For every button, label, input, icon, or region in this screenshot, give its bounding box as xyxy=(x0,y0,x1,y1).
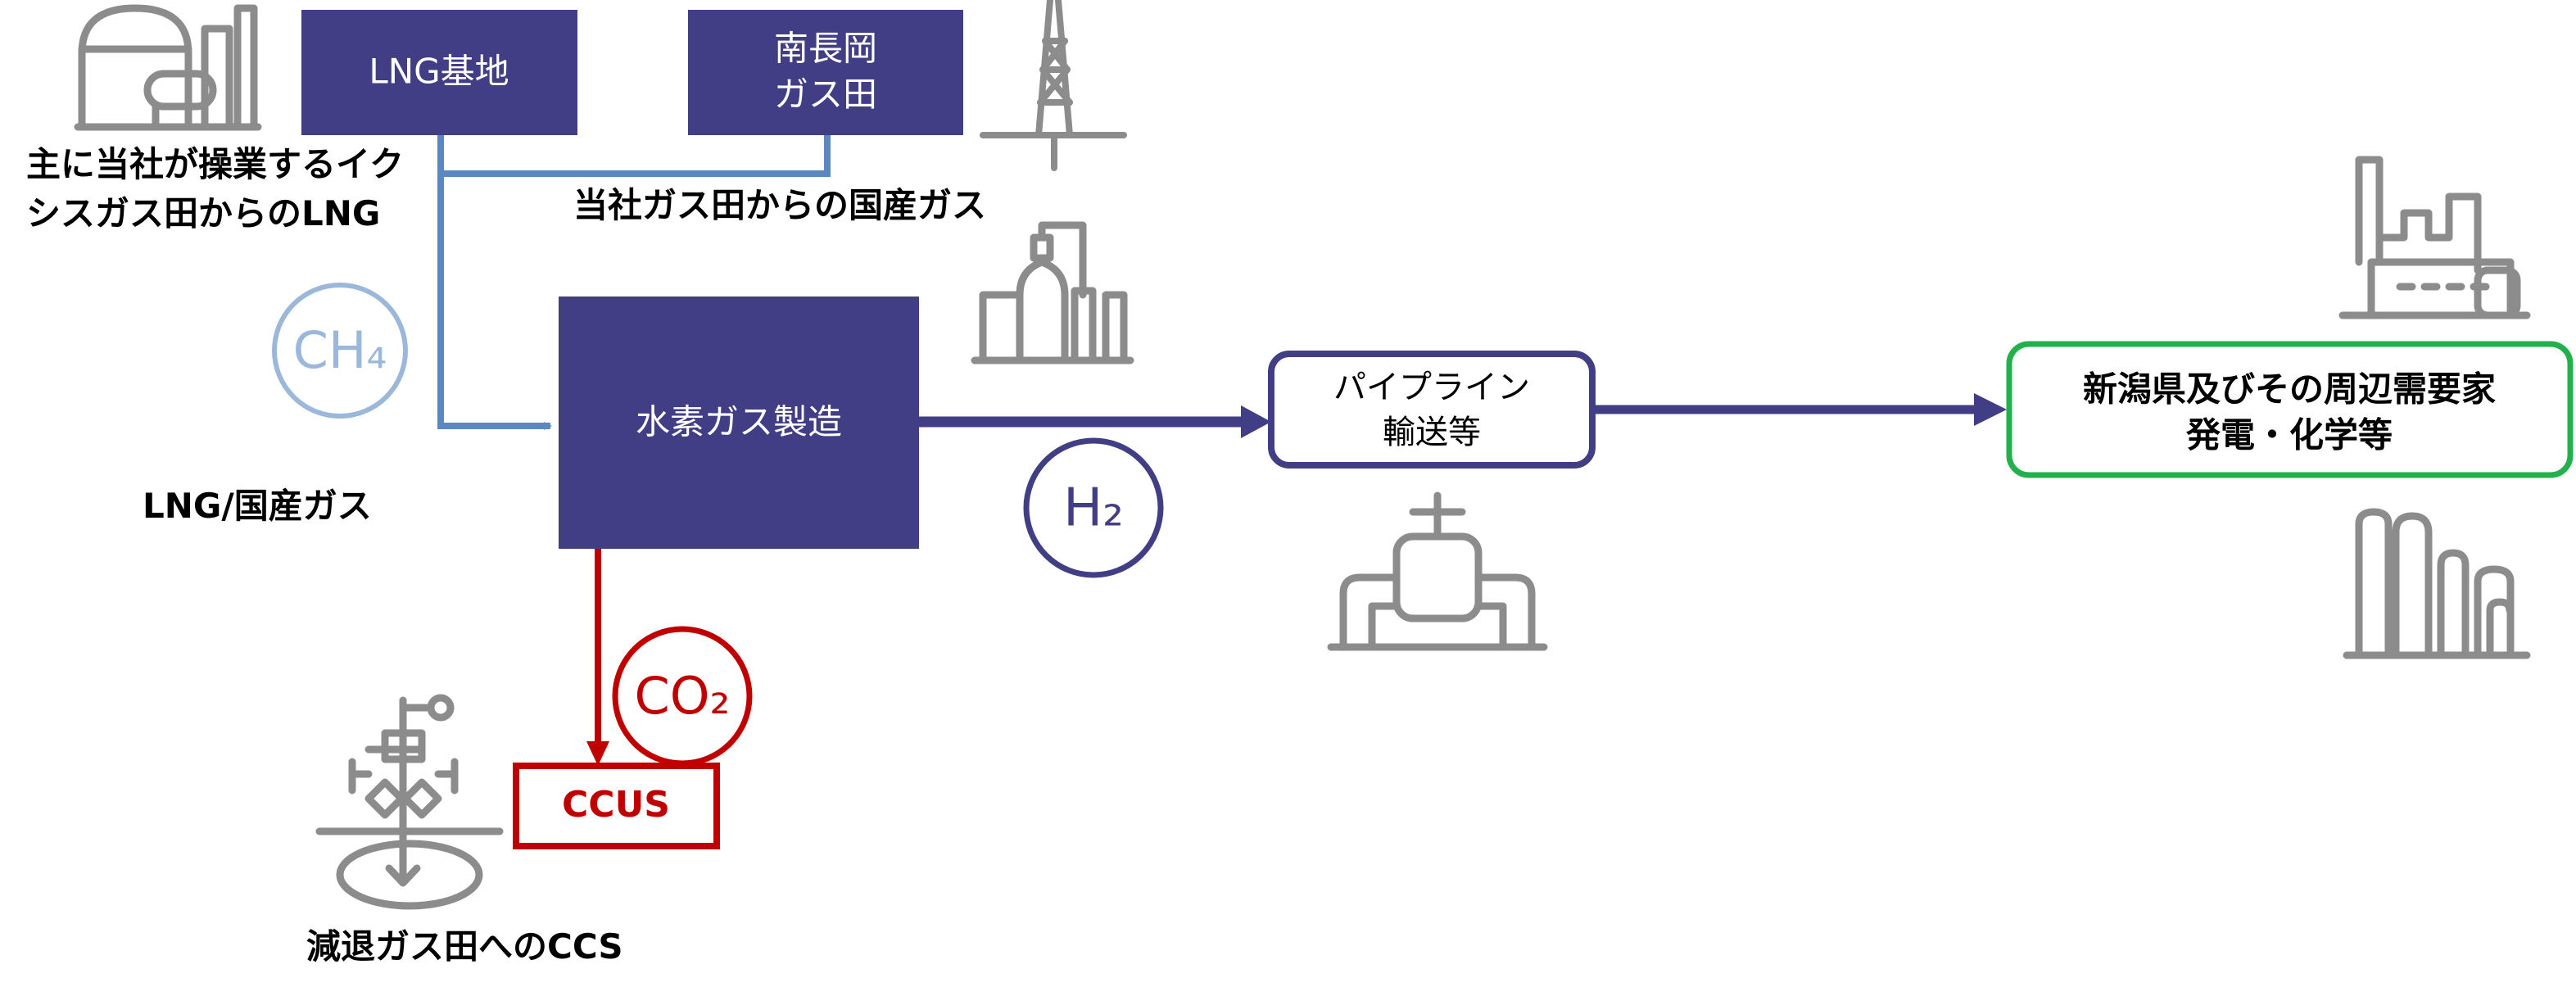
demand-label-line1: 新潟県及びその周辺需要家 xyxy=(2083,369,2496,410)
h2-label: H₂ xyxy=(1063,478,1124,539)
ch4-circle xyxy=(272,283,408,419)
hydrogen-production-label: 水素ガス製造 xyxy=(636,402,842,442)
demand-box xyxy=(2006,341,2574,478)
nagaoka-field-box xyxy=(688,10,963,135)
ccus-label: CCUS xyxy=(562,784,670,826)
ccus-box xyxy=(513,763,720,849)
pipeline-label-line2: 輸送等 xyxy=(1383,414,1481,451)
lng-tank-icon xyxy=(74,4,262,131)
feed-lines xyxy=(437,135,831,430)
lng-source-caption-line1: 主に当社が操業するイク xyxy=(26,144,404,184)
lng-base-label: LNG基地 xyxy=(369,52,509,92)
nagaoka-label-line2: ガス田 xyxy=(774,75,877,115)
refinery-columns-icon xyxy=(2343,508,2531,659)
lng-base-box xyxy=(301,10,577,135)
pipeline-box xyxy=(1268,351,1596,469)
co2-flow-arrow xyxy=(586,549,609,766)
pipeline-label-line1: パイプライン xyxy=(1333,369,1530,406)
wellhead-icon xyxy=(315,694,504,910)
h2-flow-arrows xyxy=(917,393,2007,438)
h2-circle xyxy=(1023,437,1164,578)
drilling-rig-icon xyxy=(980,0,1127,171)
domestic-gas-caption: 当社ガス田からの国産ガス xyxy=(573,185,986,225)
hydrogen-production-box xyxy=(559,297,919,549)
feedstock-caption: LNG/国産ガス xyxy=(143,486,372,526)
ch4-label: CH₄ xyxy=(293,320,387,380)
nagaoka-label-line1: 南長岡 xyxy=(774,29,877,69)
power-plant-icon xyxy=(2338,156,2531,319)
co2-circle xyxy=(612,626,753,767)
chemical-plant-icon xyxy=(971,221,1134,364)
lng-source-caption-line2: シスガス田からのLNG xyxy=(26,193,380,233)
depleted-field-caption: 減退ガス田へのCCS xyxy=(306,926,623,967)
demand-label-line2: 発電・化学等 xyxy=(2186,415,2393,455)
co2-label: CO₂ xyxy=(635,666,731,726)
pipeline-valve-icon xyxy=(1327,491,1548,651)
